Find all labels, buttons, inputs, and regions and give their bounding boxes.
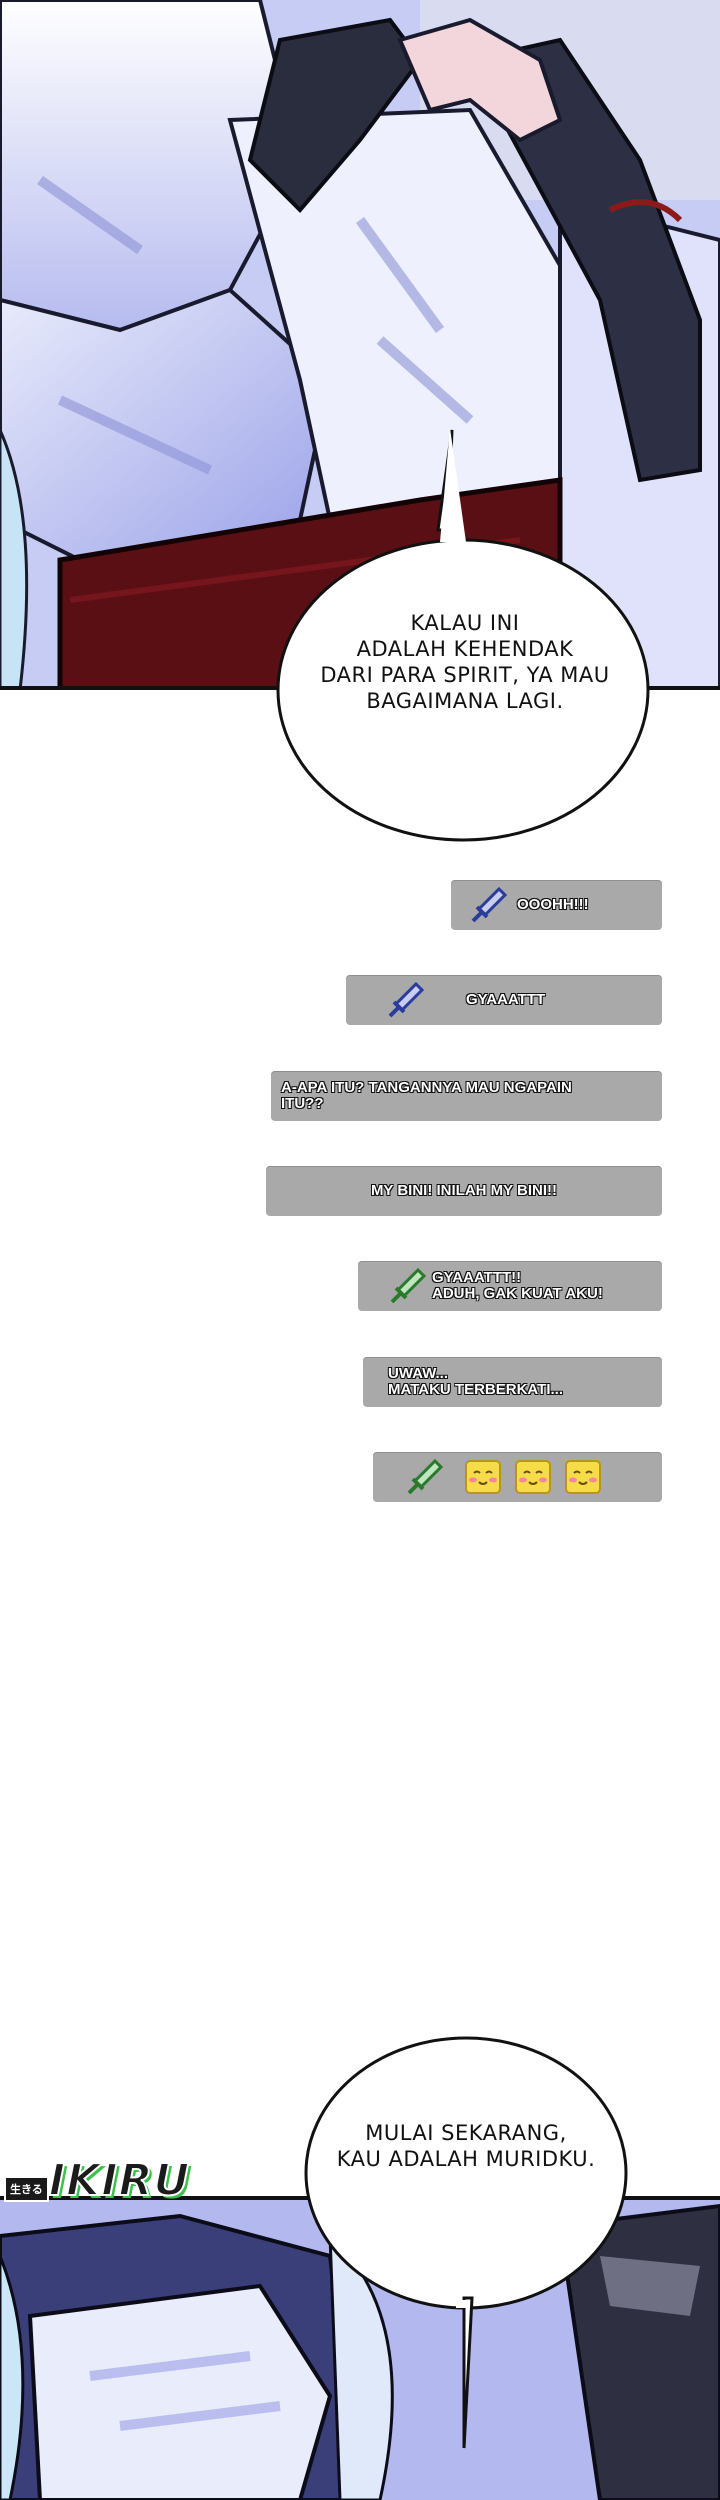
chat-message-text: UWAW...	[388, 1365, 448, 1382]
blush-face-icon	[465, 1460, 501, 1494]
chat-message-text: A-APA ITU? TANGANNYA MAU NGAPAIN	[281, 1079, 572, 1096]
top-art-panel	[0, 0, 720, 690]
sword-green-icon	[407, 1458, 444, 1495]
sword-blue-icon	[388, 981, 425, 1018]
chat-message: A-APA ITU? TANGANNYA MAU NGAPAIN ITU??	[271, 1071, 662, 1121]
speech-bubble-top-text: KALAU INI ADALAH KEHENDAK DARI PARA SPIR…	[280, 610, 650, 714]
top-art-illustration	[0, 0, 720, 690]
chat-message-text: MATAKU TERBERKATI...	[388, 1381, 563, 1398]
sword-green-icon	[390, 1267, 427, 1304]
speech-bubble-top	[276, 428, 650, 842]
bubble-line: KALAU INI	[410, 611, 520, 635]
logo-small-text: 生きる	[4, 2176, 49, 2202]
ikiru-logo: 生きる IKIRU	[4, 2152, 190, 2210]
blush-face-icon	[515, 1460, 551, 1494]
chat-message	[373, 1452, 662, 1502]
bubble-line: KAU ADALAH MURIDKU.	[336, 2147, 596, 2171]
chat-message: OOOHH!!!	[451, 880, 662, 930]
bubble-line: MULAI SEKARANG,	[365, 2121, 567, 2145]
chat-message-text: ITU??	[281, 1095, 324, 1112]
chat-message: UWAW... MATAKU TERBERKATI...	[363, 1357, 662, 1407]
chat-message: MY BINI! INILAH MY BINI!!	[266, 1166, 662, 1216]
sword-blue-icon	[471, 886, 508, 923]
logo-main-text: IKIRU	[48, 2155, 191, 2207]
bubble-line: DARI PARA SPIRIT, YA MAU	[320, 663, 610, 687]
bubble-line: BAGAIMANA LAGI.	[366, 689, 564, 713]
chat-message: GYAAATTT	[346, 975, 662, 1025]
bubble-line: ADALAH KEHENDAK	[356, 637, 574, 661]
chat-message: GYAAATTT!! ADUH, GAK KUAT AKU!	[358, 1261, 662, 1311]
chat-message-text: GYAAATTT!!	[432, 1269, 522, 1286]
chat-message-text: ADUH, GAK KUAT AKU!	[432, 1285, 603, 1302]
speech-bubble-bottom-text: MULAI SEKARANG, KAU ADALAH MURIDKU.	[306, 2120, 626, 2172]
speech-bubble-bottom	[304, 2036, 628, 2449]
chat-message-text: OOOHH!!!	[517, 896, 589, 913]
chat-message-text: GYAAATTT	[466, 991, 546, 1008]
blush-face-icon	[565, 1460, 601, 1494]
chat-message-text: MY BINI! INILAH MY BINI!!	[370, 1182, 558, 1199]
